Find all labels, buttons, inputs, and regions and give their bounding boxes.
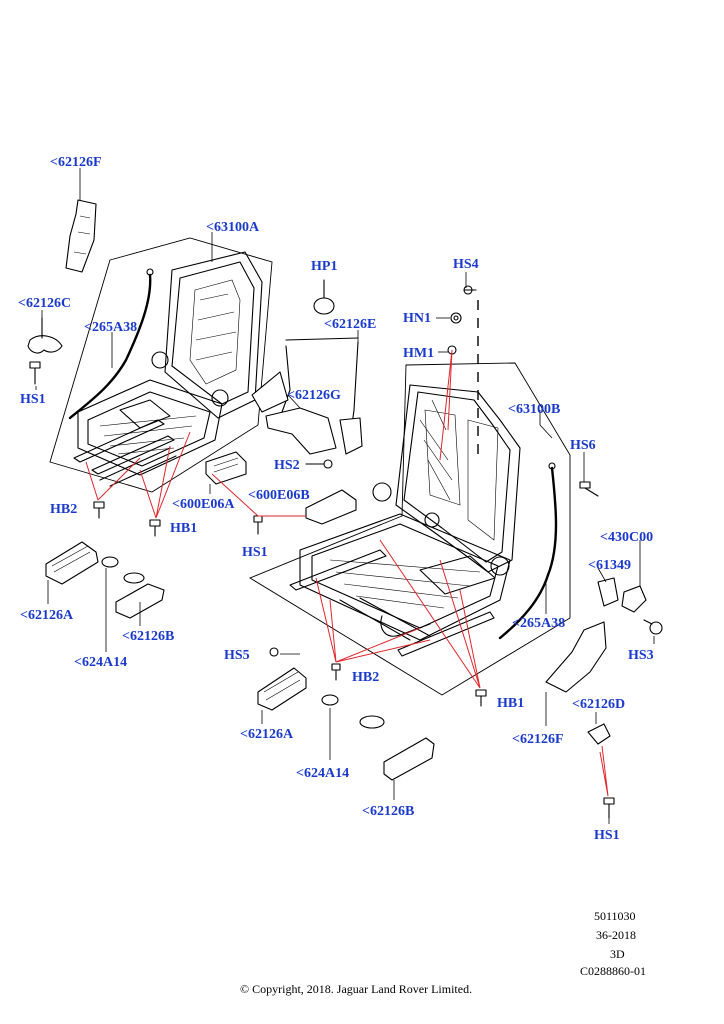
trim-62126B-mid [383,737,435,781]
bracket-624A14-mid [321,694,385,729]
meta-code-3: 3D [610,947,625,961]
callout-600E06A: <600E06A [172,497,235,512]
callout-62126G: <62126G [287,388,341,403]
meta-code-1: 5011030 [594,909,636,923]
callout-HS1-left: HS1 [20,392,46,407]
callout-63100A: <63100A [206,220,260,235]
screw-HS1-left [29,361,41,385]
bracket-624A14-left [101,556,145,584]
callout-HN1: HN1 [403,311,431,326]
callout-62126F-right: <62126F [512,732,564,747]
trim-62126A-left [45,541,99,585]
bolt-HB2-left [93,501,105,519]
left-assembly-frame [49,237,273,493]
callout-62126E: <62126E [324,317,376,332]
trim-62126A-mid [257,667,307,711]
right-assembly-frame [249,362,571,696]
callout-HP1: HP1 [311,259,337,274]
screw-HS3 [643,619,663,635]
callout-HS1-mid: HS1 [242,545,268,560]
clip-62126C [27,335,63,354]
meta-code-4: C0288860-01 [580,964,646,978]
callout-HB1-left: HB1 [170,521,197,536]
callout-62126A-left: <62126A [20,608,74,623]
bolt-HB1-right [475,689,487,707]
nut-HN1 [450,312,462,324]
callout-62126D: <62126D [572,697,625,712]
module-600E06B [305,489,357,525]
screw-HS2 [305,459,333,469]
screw-HS1-right [603,797,615,819]
leader-lines [35,168,655,824]
callout-HS2: HS2 [274,458,300,473]
callout-61349: <61349 [588,558,631,573]
callout-600E06B: <600E06B [248,488,310,503]
callout-430C00: <430C00 [600,530,653,545]
callout-HS3: HS3 [628,648,654,663]
callout-HB1-right: HB1 [497,696,524,711]
bolt-HB2-mid [331,663,341,681]
copyright-notice: © Copyright, 2018. Jaguar Land Rover Lim… [240,982,472,996]
right-seat-frame [289,384,558,657]
callout-HS1-right: HS1 [594,828,620,843]
callout-62126B-mid: <62126B [362,804,414,819]
red-leader-lines [85,349,609,797]
screw-HS6 [579,481,599,497]
panel-62126F-right [545,621,607,693]
callout-HS6: HS6 [570,438,596,453]
switch-430C00 [621,585,647,613]
plug-HP1 [313,297,335,315]
connector-61349 [597,577,619,607]
callout-HM1: HM1 [403,346,434,361]
callout-62126B-left: <62126B [122,629,174,644]
screw-HS5 [269,647,279,657]
callout-265A38-right: <265A38 [512,616,565,631]
meta-code-2: 36-2018 [596,928,636,942]
panel-62126F-top [65,199,97,273]
callout-HB2-left: HB2 [50,502,77,517]
trim-62126B-left [115,583,165,619]
callout-62126C: <62126C [18,296,71,311]
clip-62126D [587,723,611,745]
screw-HS1-mid [253,515,263,535]
callout-63100B: <63100B [508,402,560,417]
callout-624A14-left: <624A14 [74,655,127,670]
callout-265A38-left: <265A38 [84,320,137,335]
bolt-HB1-left [149,519,161,537]
callout-62126A-mid: <62126A [240,727,294,742]
callout-HB2-mid: HB2 [352,670,379,685]
callout-HS5: HS5 [224,648,250,663]
trim-62126G [265,407,337,455]
left-seat-frame [68,251,263,487]
callout-624A14-mid: <624A14 [296,766,349,781]
callout-HS4: HS4 [453,257,479,272]
callout-62126F-top: <62126F [50,155,102,170]
